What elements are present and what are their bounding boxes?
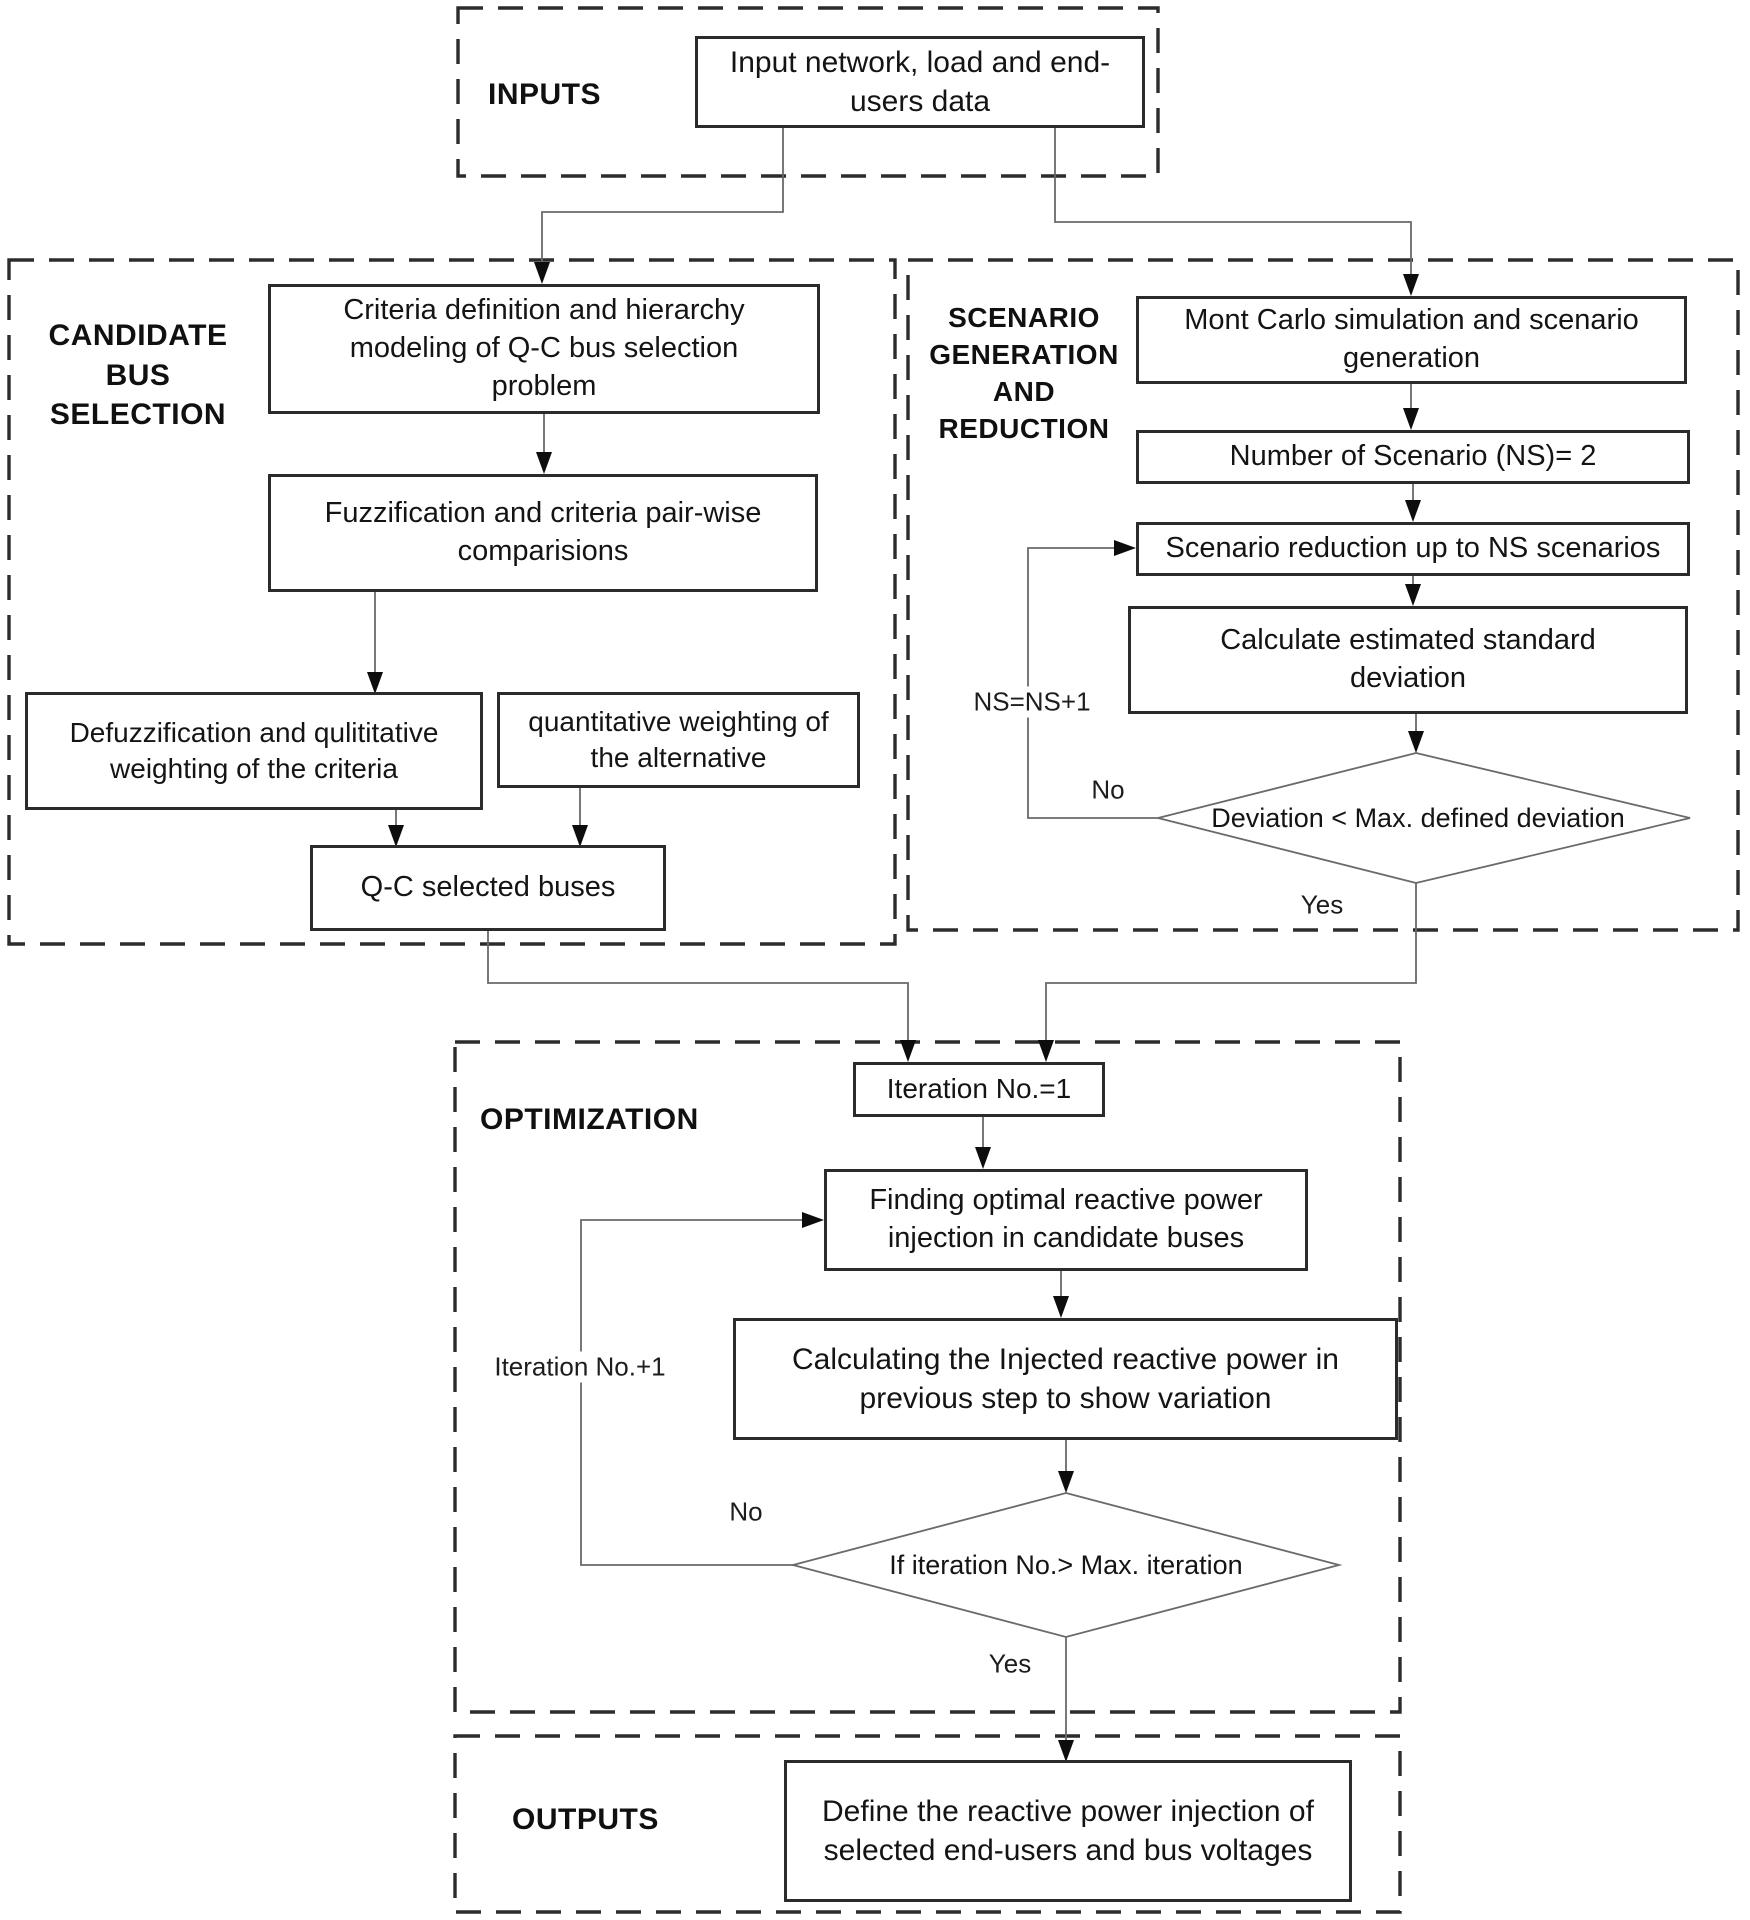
section-label-scenario: SCENARIO GENERATION AND REDUCTION — [920, 300, 1128, 448]
node-monte-carlo-line2: generation — [1342, 342, 1481, 374]
arrowhead-iteration-left — [900, 1040, 916, 1062]
node-qc-buses-text: Q-C selected buses — [360, 871, 616, 904]
node-defuzzification: Defuzzification and qulititative weighti… — [25, 692, 483, 810]
node-calc-std-line1: Calculate estimated standard — [1220, 624, 1596, 657]
node-reduction-text: Scenario reduction up to NS scenarios — [1165, 532, 1661, 565]
arrowhead-iteration-right — [1038, 1040, 1054, 1062]
node-criteria-line3: problem — [491, 369, 597, 402]
arrowhead-iterdecision — [1058, 1471, 1074, 1493]
arrowhead-finding-top — [975, 1147, 991, 1169]
arrowhead-qcbuses-left — [388, 825, 404, 847]
scenario-frame — [906, 258, 1740, 932]
section-label-optimization: OPTIMIZATION — [480, 1103, 699, 1136]
edge-deviation-yes-to-iteration — [1045, 883, 1417, 1042]
node-quantitative-line1: quantitative weighting of — [528, 705, 829, 737]
arrowhead-montecarlo — [1403, 274, 1419, 296]
edge-label-iter-increment: Iteration No.+1 — [490, 1351, 670, 1383]
edge-label-ns-increment: NS=NS+1 — [969, 686, 1095, 718]
edge-label-iteration-yes: Yes — [984, 1648, 1036, 1680]
node-define-output-line1: Define the reactive power injection of — [822, 1795, 1314, 1828]
scenario-label-line2: GENERATION — [929, 338, 1119, 370]
optimization-frame — [453, 1040, 1402, 1714]
node-number-of-scenario: Number of Scenario (NS)= 2 — [1136, 430, 1690, 484]
edge-label-deviation-no: No — [1087, 774, 1129, 806]
node-defuzzification-line1: Defuzzification and qulititative — [69, 716, 439, 748]
arrowhead-finding-left — [802, 1212, 824, 1228]
candidate-frame — [7, 258, 897, 946]
node-monte-carlo: Mont Carlo simulation and scenario gener… — [1136, 296, 1687, 384]
arrowhead-reduction-top — [1405, 500, 1421, 522]
arrowhead-calcinjected — [1053, 1296, 1069, 1318]
node-iteration-init: Iteration No.=1 — [853, 1062, 1105, 1117]
arrowhead-qcbuses-right — [572, 825, 588, 847]
arrowhead-criteria — [534, 262, 550, 284]
node-fuzzification-line1: Fuzzification and criteria pair-wise — [324, 497, 762, 530]
node-define-output: Define the reactive power injection of s… — [784, 1760, 1352, 1902]
arrowhead-fuzzification — [536, 452, 552, 474]
node-defuzzification-line2: weighting of the criteria — [110, 753, 398, 784]
node-calc-std-deviation: Calculate estimated standard deviation — [1128, 606, 1688, 714]
scenario-label-line1: SCENARIO — [948, 302, 1100, 333]
section-label-candidate: CANDIDATE BUS SELECTION — [30, 316, 246, 435]
arrowhead-calcstd — [1405, 584, 1421, 606]
node-qc-selected-buses: Q-C selected buses — [310, 845, 666, 931]
node-calc-injected-line1: Calculating the Injected reactive power … — [792, 1343, 1339, 1376]
edge-input-to-montecarlo — [1054, 128, 1412, 276]
node-finding-line2: injection in candidate buses — [887, 1222, 1245, 1254]
node-iteration-init-text: Iteration No.=1 — [886, 1073, 1072, 1105]
candidate-label-line1: CANDIDATE — [48, 319, 228, 352]
iteration-decision-text: If iteration No.> Max. iteration — [889, 1549, 1243, 1580]
section-label-inputs: INPUTS — [488, 78, 602, 111]
arrowhead-defuzzification — [367, 672, 383, 694]
edge-qcbuses-to-iteration — [487, 931, 909, 1042]
node-scenario-reduction: Scenario reduction up to NS scenarios — [1136, 522, 1690, 576]
edge-label-deviation-yes: Yes — [1296, 889, 1348, 921]
node-ns-text: Number of Scenario (NS)= 2 — [1229, 440, 1597, 473]
scenario-label-line4: REDUCTION — [938, 412, 1110, 444]
node-criteria-line2: modeling of Q-C bus selection — [349, 332, 739, 365]
node-input-data-line2: users data — [849, 85, 991, 118]
arrowhead-ns — [1403, 408, 1419, 430]
node-monte-carlo-line1: Mont Carlo simulation and scenario — [1184, 304, 1639, 337]
node-calc-injected: Calculating the Injected reactive power … — [733, 1318, 1398, 1440]
node-fuzzification: Fuzzification and criteria pair-wise com… — [268, 474, 818, 592]
node-criteria-definition: Criteria definition and hierarchy modeli… — [268, 284, 820, 414]
node-finding-line1: Finding optimal reactive power — [869, 1184, 1263, 1217]
arrowhead-output — [1058, 1740, 1074, 1762]
edge-label-iteration-no: No — [725, 1496, 767, 1528]
arrowhead-deviation — [1408, 731, 1424, 753]
node-define-output-line2: selected end-users and bus voltages — [823, 1834, 1313, 1867]
node-input-data-line1: Input network, load and end- — [729, 46, 1111, 79]
edge-deviation-no-loop — [1027, 547, 1158, 819]
node-criteria-line1: Criteria definition and hierarchy — [343, 294, 745, 327]
edge-iteration-no-loop — [580, 1219, 804, 1566]
iteration-diamond-shape — [789, 1492, 1343, 1638]
node-calc-injected-line2: previous step to show variation — [859, 1382, 1272, 1415]
node-quantitative-line2: the alternative — [590, 742, 767, 773]
section-label-outputs: OUTPUTS — [512, 1803, 659, 1836]
edge-input-to-criteria — [541, 128, 784, 264]
candidate-label-line2: BUS — [105, 358, 171, 392]
arrowhead-reduction-left — [1114, 540, 1136, 556]
deviation-decision-text: Deviation < Max. defined deviation — [1211, 802, 1625, 833]
inputs-frame — [456, 6, 1160, 178]
deviation-diamond-shape — [1157, 752, 1691, 884]
node-quantitative-weighting: quantitative weighting of the alternativ… — [497, 692, 860, 788]
node-calc-std-line2: deviation — [1349, 662, 1467, 694]
node-finding-optimal: Finding optimal reactive power injection… — [824, 1169, 1308, 1271]
candidate-label-line3: SELECTION — [49, 398, 227, 432]
node-input-data: Input network, load and end- users data — [695, 36, 1145, 128]
node-fuzzification-line2: comparisions — [457, 535, 629, 567]
scenario-label-line3: AND — [992, 375, 1056, 407]
